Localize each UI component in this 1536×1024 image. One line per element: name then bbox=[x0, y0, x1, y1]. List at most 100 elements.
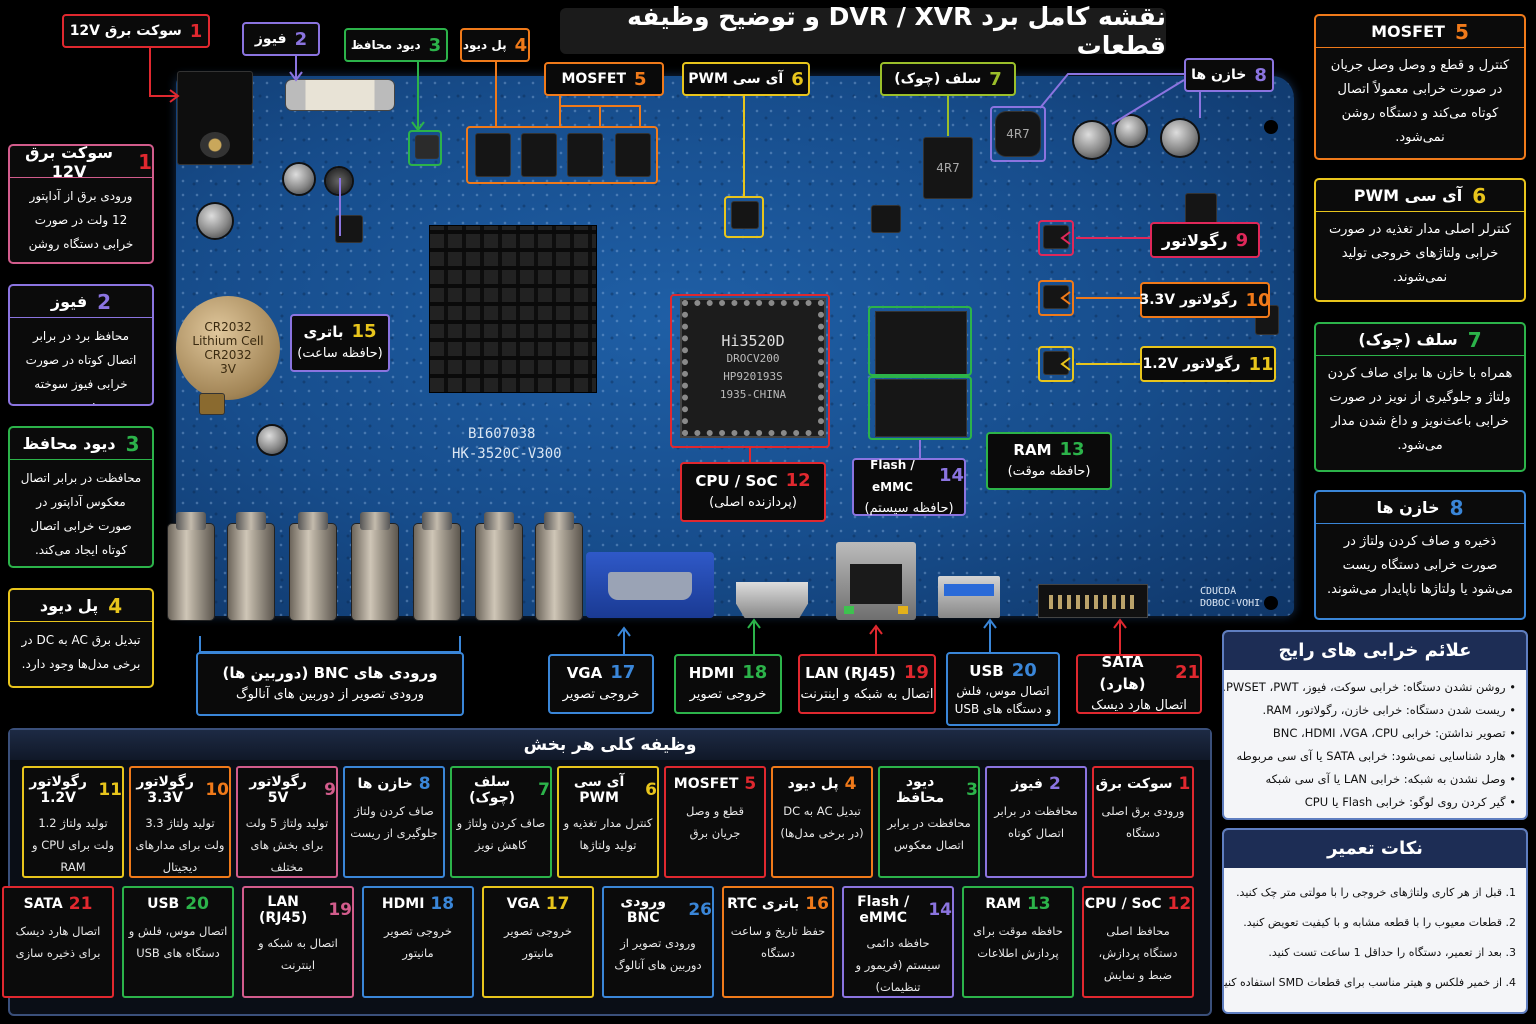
tag-label: خازن ها bbox=[1191, 67, 1247, 83]
ram-chip bbox=[876, 312, 966, 374]
page-title: نقشه کامل برد DVR / XVR و توضیح وظیفه قط… bbox=[560, 2, 1166, 60]
bnc-connector[interactable] bbox=[414, 512, 460, 620]
function-cell-label: سلف (چوک) bbox=[469, 774, 516, 806]
card-title: فیوز bbox=[50, 292, 88, 311]
function-cell-desc: حفظ تاریخ و ساعت دستگاه bbox=[730, 924, 826, 960]
tag-label: سلف (چوک) bbox=[894, 71, 982, 87]
tag-label: آی سی PWM bbox=[688, 71, 784, 87]
capacitor bbox=[284, 164, 314, 194]
tag-label: HDMI bbox=[688, 664, 735, 682]
bnc-connector[interactable] bbox=[536, 512, 582, 620]
cpu-marking: DROCV200 bbox=[726, 352, 780, 365]
battery-clip bbox=[200, 394, 224, 414]
function-cell-desc: صاف کردن ولتاژ و کاهش نویز bbox=[456, 816, 546, 852]
symptom-item: • هارد شناسایی نمی‌شود: خرابی SATA یا آی… bbox=[1236, 749, 1517, 763]
card-text: کنترلر اصلی مدار تغذیه در صورت خرابی ولت… bbox=[1328, 222, 1512, 285]
tag-sub: (پردازنده اصلی) bbox=[709, 495, 797, 510]
function-cell-label: Flash / eMMC bbox=[857, 894, 910, 926]
tag-number: 14 bbox=[938, 465, 964, 486]
capacitor bbox=[1116, 116, 1146, 146]
function-cell-label: MOSFET bbox=[673, 776, 739, 792]
function-cell-label: ورودی BNC bbox=[620, 894, 666, 926]
function-cell-desc: ورودی برق اصلی دستگاه bbox=[1101, 804, 1185, 840]
tag-sub: اتصال موس، فلش و دستگاه های USB bbox=[954, 684, 1052, 716]
bnc-connector[interactable] bbox=[290, 512, 336, 620]
tag-number: 1 bbox=[189, 20, 203, 42]
mosfet bbox=[522, 134, 556, 176]
function-cell-number: 8 bbox=[418, 774, 431, 794]
function-cell-number: 14 bbox=[928, 900, 952, 920]
tag-number: 20 bbox=[1011, 660, 1037, 681]
bnc-connector[interactable] bbox=[228, 512, 274, 620]
vga-port[interactable] bbox=[586, 552, 714, 618]
symptoms-panel: علائم خرابی های رایج • روشن نشدن دستگاه:… bbox=[1222, 630, 1528, 820]
function-cell-number: 18 bbox=[430, 894, 455, 914]
tag-sub: (حافظه ساعت) bbox=[297, 346, 383, 361]
tag-sub: (حافظه موقت) bbox=[1007, 464, 1091, 479]
tag-label: سوکت برق 12V bbox=[69, 23, 182, 39]
function-cell-desc: حافظه دائمی سیستم (فریمور و تنظیمات) bbox=[855, 936, 941, 994]
function-cell-desc: تولید ولتاژ 3.3 ولت برای مدارهای دیجیتال bbox=[135, 816, 225, 874]
function-cell-label: RAM bbox=[985, 896, 1021, 912]
card-number: 3 bbox=[125, 431, 140, 456]
function-cell-label: پل دیود bbox=[787, 776, 839, 792]
tag-number: 11 bbox=[1248, 353, 1274, 375]
function-cell-number: 4 bbox=[844, 774, 857, 794]
tag-number: 10 bbox=[1245, 289, 1271, 311]
tag-bridge-diode: 4 پل دیود bbox=[460, 28, 530, 62]
function-cell-desc: تولید ولتاژ 5 ولت برای بخش های مختلف bbox=[245, 816, 329, 874]
dvr-board: 4R7 4R7 Hi3520D DROCV200 HP920193S 1935-… bbox=[168, 72, 1294, 620]
bnc-connector[interactable] bbox=[352, 512, 398, 620]
function-cell-desc: ورودی تصویر از دوربین های آنالوگ bbox=[614, 936, 702, 972]
card-title: MOSFET bbox=[1371, 22, 1445, 41]
capacitor bbox=[198, 204, 232, 238]
usb-port[interactable] bbox=[938, 576, 1000, 618]
bnc-connector[interactable] bbox=[476, 512, 522, 620]
tag-number: 9 bbox=[1235, 229, 1249, 251]
bnc-connector[interactable] bbox=[168, 512, 214, 620]
tag-number: 2 bbox=[294, 28, 308, 50]
sata-connector[interactable] bbox=[1038, 584, 1148, 618]
tag-choke: 7 سلف (چوک) bbox=[880, 62, 1016, 96]
tag-label: SATA (هارد) bbox=[1099, 653, 1146, 693]
tag-number: 12 bbox=[785, 470, 811, 491]
pwm-ic bbox=[732, 202, 758, 228]
card-title: خازن ها bbox=[1376, 498, 1440, 517]
hdmi-port[interactable] bbox=[736, 582, 808, 618]
function-cell-desc: محافظت در برابر اتصال کوتاه bbox=[994, 804, 1078, 840]
tip-item: 1. قبل از هر کاری ولتاژهای خروجی را با م… bbox=[1236, 886, 1516, 899]
mount-hole bbox=[1264, 120, 1278, 134]
function-cell-label: VGA bbox=[506, 896, 540, 912]
board-model-line2: HK-3520C-V300 bbox=[452, 446, 562, 462]
function-cell-number: 10 bbox=[205, 780, 229, 800]
function-cell-desc: تولید ولتاژ 1.2 ولت برای CPU و RAM bbox=[31, 816, 114, 874]
function-cell-number: 16 bbox=[805, 894, 829, 914]
repair-tips-title: نکات تعمیر bbox=[1224, 830, 1526, 868]
lan-port[interactable] bbox=[836, 542, 916, 620]
tag-mosfet: 5 MOSFET bbox=[544, 62, 664, 96]
tag-label: فیوز bbox=[254, 31, 287, 47]
